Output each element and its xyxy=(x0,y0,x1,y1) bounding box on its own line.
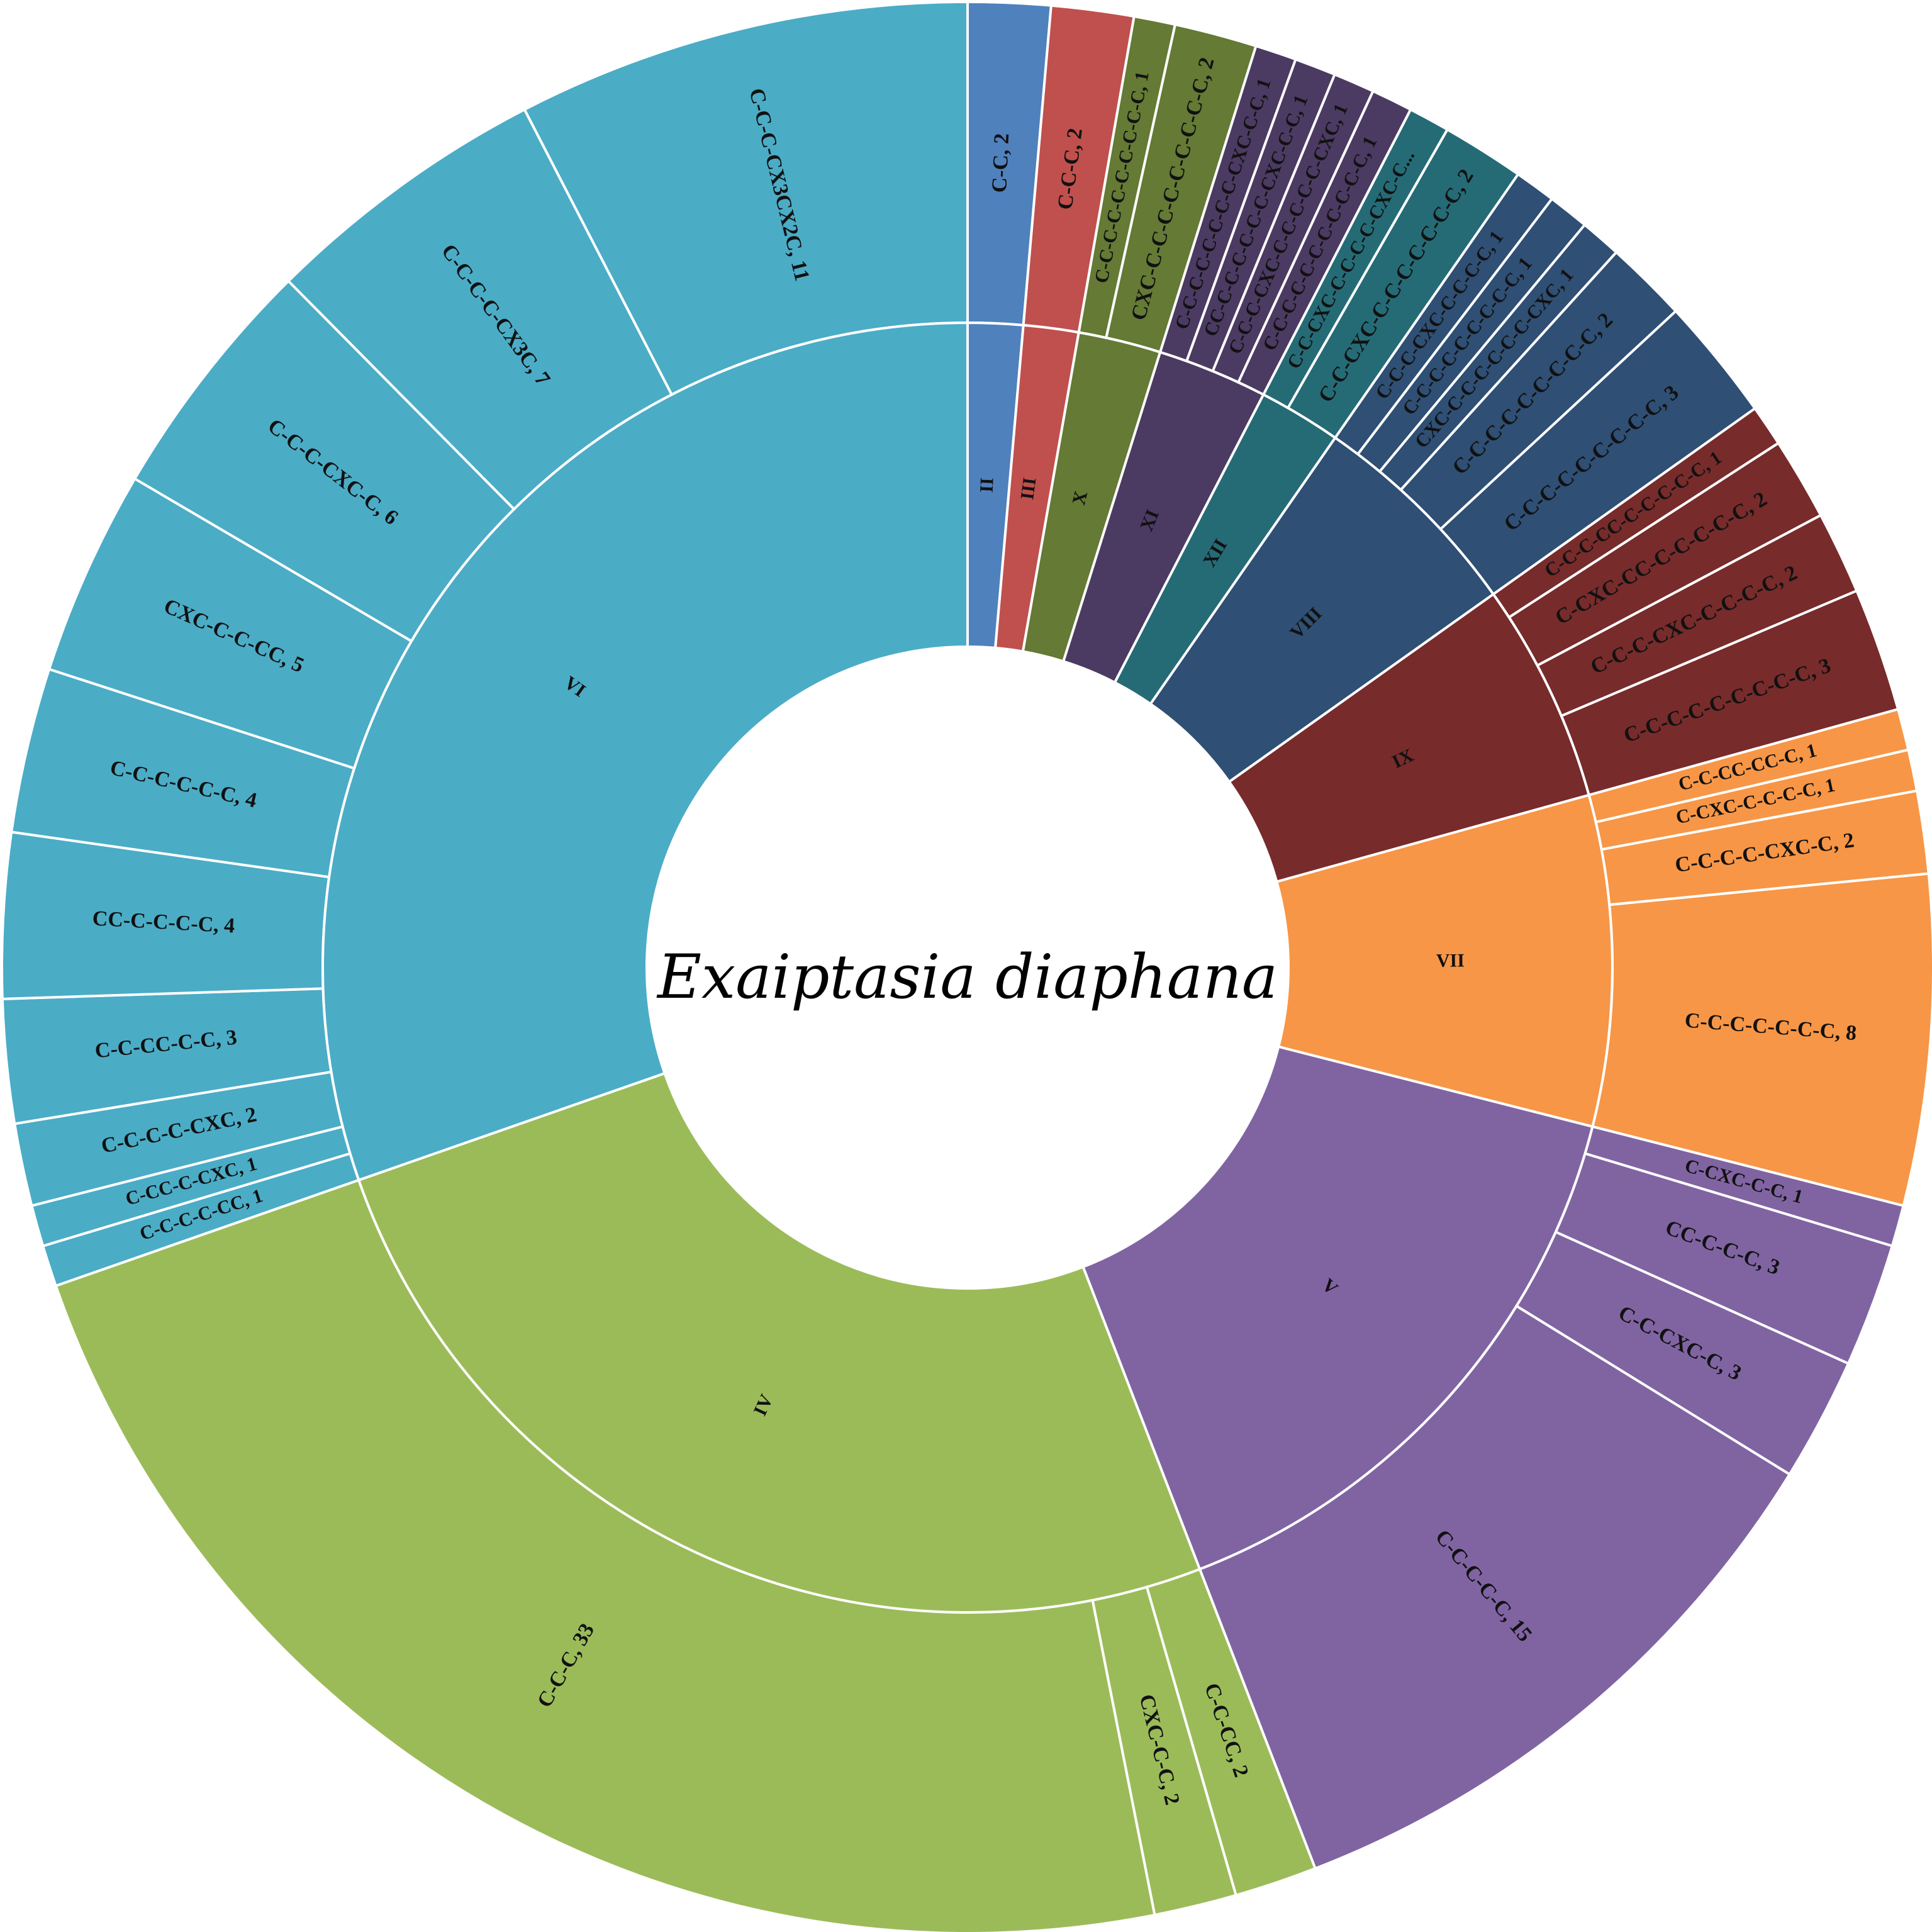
inner-ring xyxy=(321,321,1614,1614)
inner-segment-v xyxy=(1081,1045,1594,1571)
inner-segment-iv xyxy=(357,1071,1202,1614)
inner-label-ii: II xyxy=(976,477,998,493)
inner-label-iii: III xyxy=(1017,476,1040,501)
inner-segment-vi xyxy=(321,321,969,1182)
inner-label-vii: VII xyxy=(1436,950,1465,971)
chart-title: Exaiptasia diaphana xyxy=(656,942,1278,1012)
inner-segment-vii xyxy=(1275,793,1614,1129)
outer-label-c-c-2: C-C, 2 xyxy=(988,133,1013,193)
